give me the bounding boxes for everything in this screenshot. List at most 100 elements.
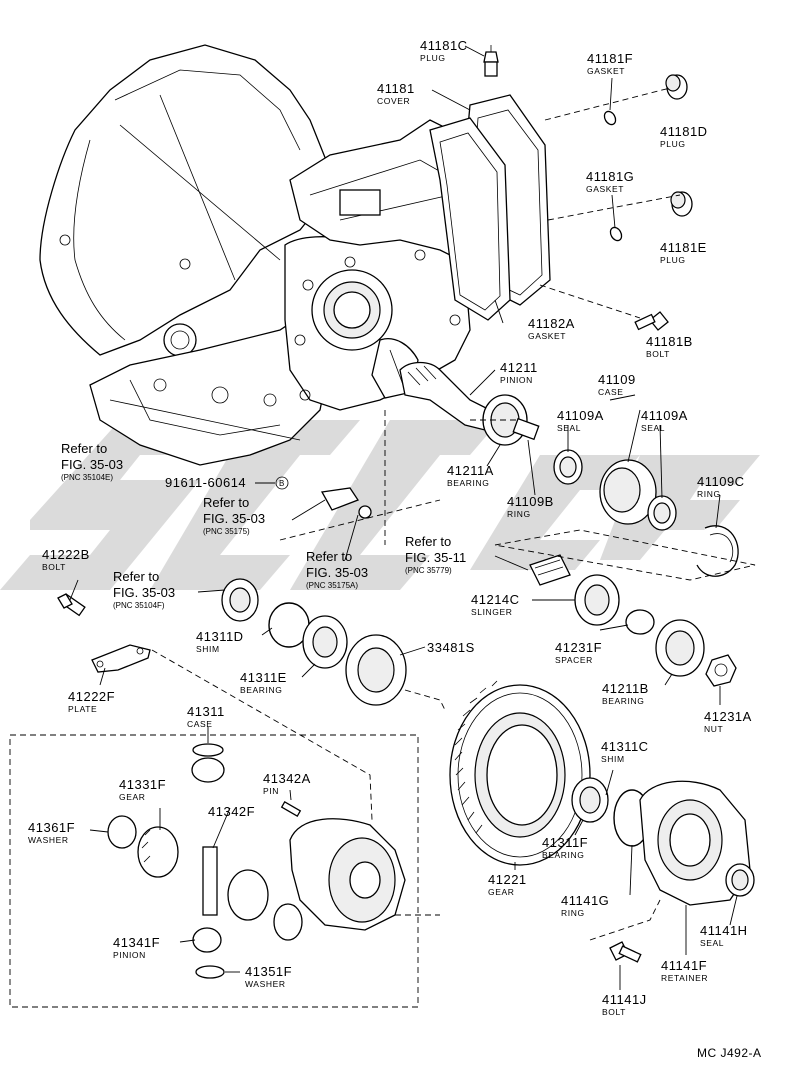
- retainer-drawing: [571, 777, 755, 963]
- label-41141F-name: RETAINER: [661, 973, 708, 983]
- label-41109B-num: 41109B: [507, 494, 554, 509]
- label-91611-num: 91611-60614: [165, 475, 246, 490]
- label-41141J-num: 41141J: [602, 992, 647, 1007]
- label-41311-name: CASE: [187, 719, 213, 729]
- label-41342A-name: PIN: [263, 786, 279, 796]
- leader-lines: [69, 45, 756, 990]
- transaxle-case-drawing: [39, 44, 471, 466]
- ref4-fig: FIG. 35-11: [405, 550, 466, 565]
- ref3-fig: FIG. 35-03: [306, 565, 368, 580]
- label-41211-name: PINION: [500, 375, 533, 385]
- label-33481S-num: 33481S: [427, 640, 475, 655]
- label-41311F-name: BEARING: [542, 850, 584, 860]
- label-41109-num: 41109: [598, 372, 636, 387]
- ref2-pnc: (PNC 35175): [203, 527, 250, 536]
- label-41221-num: 41221: [488, 872, 527, 887]
- label-41211B-num: 41211B: [602, 681, 649, 696]
- ref2-fig: FIG. 35-03: [203, 511, 265, 526]
- ref5-pnc: (PNC 35104F): [113, 601, 165, 610]
- label-41181-num: 41181: [377, 81, 415, 96]
- label-41361F-name: WASHER: [28, 835, 69, 845]
- label-41181D-num: 41181D: [660, 124, 708, 139]
- speedometer-drive-drawing: [320, 487, 737, 687]
- cover-and-gasket-drawing: [429, 94, 551, 321]
- label-41181F-num: 41181F: [587, 51, 633, 66]
- upper-small-parts: [483, 45, 693, 331]
- ref5-fig: FIG. 35-03: [113, 585, 175, 600]
- label-41231F-name: SPACER: [555, 655, 593, 665]
- label-41231A-name: NUT: [704, 724, 723, 734]
- reference-labels: Refer to FIG. 35-03 (PNC 35104E) Refer t…: [61, 441, 466, 610]
- label-41141H-name: SEAL: [700, 938, 724, 948]
- label-41231F-num: 41231F: [555, 640, 602, 655]
- label-41311E-name: BEARING: [240, 685, 282, 695]
- label-41351F-name: WASHER: [245, 979, 286, 989]
- label-41182A-name: GASKET: [528, 331, 566, 341]
- label-41109C-name: RING: [697, 489, 721, 499]
- label-41211B-name: BEARING: [602, 696, 644, 706]
- label-41221-name: GEAR: [488, 887, 515, 897]
- badge-b-circle: [275, 476, 289, 490]
- label-91611-badge: B: [279, 479, 285, 488]
- label-41231A-num: 41231A: [704, 709, 752, 724]
- label-41311-num: 41311: [187, 704, 225, 719]
- label-41361F-num: 41361F: [28, 820, 75, 835]
- label-41141G-name: RING: [561, 908, 585, 918]
- watermark-logo: [0, 420, 760, 590]
- part-labels: 41181C PLUG 41181 COVER 41181F GASKET 41…: [28, 38, 752, 1017]
- label-41141H-num: 41141H: [700, 923, 748, 938]
- ref3-pnc: (PNC 35175A): [306, 581, 358, 590]
- label-41181G-num: 41181G: [586, 169, 634, 184]
- ref4-pnc: (PNC 35779): [405, 566, 452, 575]
- label-41211A-name: BEARING: [447, 478, 489, 488]
- label-41311C-num: 41311C: [601, 739, 649, 754]
- label-41109A-2-name: SEAL: [641, 423, 665, 433]
- label-41181B-num: 41181B: [646, 334, 693, 349]
- label-41214C-num: 41214C: [471, 592, 520, 607]
- label-41341F-num: 41341F: [113, 935, 160, 950]
- label-41311D-num: 41311D: [196, 629, 244, 644]
- label-41141J-name: BOLT: [602, 1007, 626, 1017]
- label-41181C-name: PLUG: [420, 53, 446, 63]
- ref5-text: Refer to: [113, 569, 159, 584]
- label-41181D-name: PLUG: [660, 139, 686, 149]
- label-41214C-name: SLINGER: [471, 607, 513, 617]
- ref3-text: Refer to: [306, 549, 352, 564]
- label-41331F-name: GEAR: [119, 792, 146, 802]
- ref2-text: Refer to: [203, 495, 249, 510]
- diagram-code: MC J492-A: [697, 1046, 762, 1060]
- label-41181E-name: PLUG: [660, 255, 686, 265]
- label-41311E-num: 41311E: [240, 670, 287, 685]
- label-41211A-num: 41211A: [447, 463, 494, 478]
- label-41109-name: CASE: [598, 387, 624, 397]
- label-41222B-num: 41222B: [42, 547, 90, 562]
- label-41109B-name: RING: [507, 509, 531, 519]
- label-41211-num: 41211: [500, 360, 538, 375]
- label-41109A-1-name: SEAL: [557, 423, 581, 433]
- label-41181E-num: 41181E: [660, 240, 707, 255]
- label-41109A-1-num: 41109A: [557, 408, 604, 423]
- ref1-fig: FIG. 35-03: [61, 457, 123, 472]
- ref1-pnc: (PNC 35104E): [61, 473, 113, 482]
- label-41342F-num: 41342F: [208, 804, 255, 819]
- label-41222F-name: PLATE: [68, 704, 97, 714]
- ring-gear-drawing: [449, 680, 591, 866]
- left-bearing-shim-drawing: [57, 578, 407, 706]
- label-41181B-name: BOLT: [646, 349, 670, 359]
- label-41311C-name: SHIM: [601, 754, 625, 764]
- label-41342A-num: 41342A: [263, 771, 311, 786]
- label-41141G-num: 41141G: [561, 893, 609, 908]
- label-41181-name: COVER: [377, 96, 410, 106]
- label-41181G-name: GASKET: [586, 184, 624, 194]
- label-41341F-name: PINION: [113, 950, 146, 960]
- label-41311F-num: 41311F: [542, 835, 588, 850]
- label-41181C-num: 41181C: [420, 38, 468, 53]
- label-41141F-num: 41141F: [661, 958, 707, 973]
- label-41181F-name: GASKET: [587, 66, 625, 76]
- differential-drawing: [9, 734, 419, 1008]
- label-41109A-2-num: 41109A: [641, 408, 688, 423]
- label-41311D-name: SHIM: [196, 644, 220, 654]
- label-41222F-num: 41222F: [68, 689, 115, 704]
- label-41351F-num: 41351F: [245, 964, 292, 979]
